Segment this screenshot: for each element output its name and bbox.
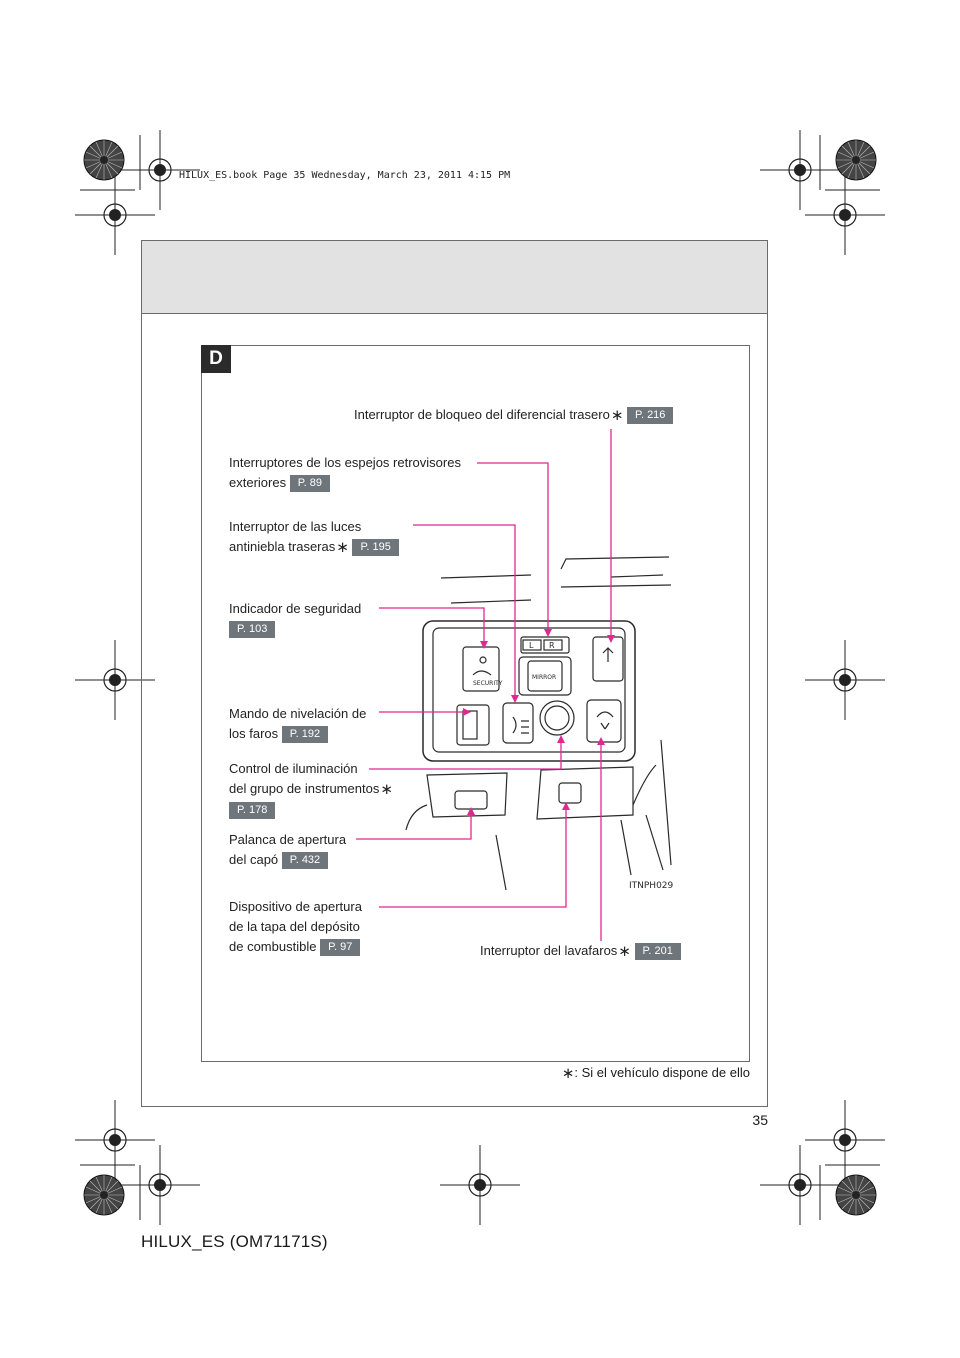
page-ref-badge: P. 195 bbox=[352, 539, 399, 557]
leader-security bbox=[379, 607, 485, 641]
callout-diff-lock: Interruptor de bloqueo del diferencial t… bbox=[354, 405, 674, 426]
asterisk-icon: ∗ bbox=[618, 943, 631, 960]
page-ref-badge: P. 216 bbox=[627, 407, 674, 425]
callout-headlamp-cleaner: Interruptor del lavafaros∗ P. 201 bbox=[480, 941, 681, 962]
asterisk-icon: ∗ bbox=[561, 1065, 575, 1082]
page-ref-badge: P. 432 bbox=[281, 852, 329, 870]
callout-rear-fog: Interruptor de las luces antiniebla tras… bbox=[229, 517, 399, 558]
callout-hood-line1: Palanca de apertura bbox=[229, 832, 347, 847]
section-letter-tab: D bbox=[201, 345, 231, 373]
page-ref-badge: P. 97 bbox=[320, 939, 361, 957]
model-code: HILUX_ES (OM71171S) bbox=[141, 1232, 328, 1251]
page-frame bbox=[141, 240, 768, 1107]
callout-fuel-door-line1: Dispositivo de apertura bbox=[229, 899, 362, 914]
security-button-label: SECURITY bbox=[473, 680, 503, 687]
diagram-box bbox=[201, 345, 750, 1062]
leader-fuel bbox=[379, 810, 567, 908]
print-stamp: HILUX_ES.book Page 35 Wednesday, March 2… bbox=[179, 170, 511, 181]
leader-mirrors bbox=[477, 462, 549, 629]
callout-dimmer-line1: Control de iluminación bbox=[229, 761, 358, 776]
callout-fuel-door-line3: de combustible bbox=[229, 939, 317, 954]
callout-headlamp-level: Mando de nivelación de los faros P. 192 bbox=[229, 704, 366, 744]
callout-headlamp-level-line2: los faros bbox=[229, 726, 279, 741]
mirror-button-label: MIRROR bbox=[532, 674, 556, 681]
callout-security-line1: Indicador de seguridad bbox=[229, 601, 362, 616]
mirror-right-label: R bbox=[549, 641, 555, 650]
callout-fuel-door-line2: de la tapa del depósito bbox=[229, 919, 360, 934]
leader-rear-fog bbox=[413, 524, 516, 695]
page-ref-badge: P. 178 bbox=[229, 802, 276, 820]
page-ref-badge: P. 103 bbox=[229, 621, 276, 639]
mirror-left-label: L bbox=[529, 641, 534, 650]
callout-hood-line2: del capó bbox=[229, 852, 279, 867]
callout-diff-lock-text: Interruptor de bloqueo del diferencial t… bbox=[354, 407, 610, 422]
page-header-band bbox=[142, 241, 767, 314]
callout-rear-fog-line1: Interruptor de las luces bbox=[229, 519, 362, 534]
callout-dimmer-line2: del grupo de instrumentos bbox=[229, 781, 380, 796]
callout-hood: Palanca de apertura del capó P. 432 bbox=[229, 830, 346, 870]
callout-mirrors-line1: Interruptores de los espejos retrovisore… bbox=[229, 455, 461, 470]
callout-mirrors: Interruptores de los espejos retrovisore… bbox=[229, 453, 461, 493]
leader-dimmer bbox=[369, 743, 562, 770]
asterisk-icon: ∗ bbox=[336, 539, 349, 556]
callout-mirrors-line2: exteriores bbox=[229, 475, 287, 490]
footnote-text: : Si el vehículo dispone de ello bbox=[574, 1065, 750, 1080]
callout-headlamp-cleaner-text: Interruptor del lavafaros bbox=[480, 943, 618, 958]
leader-hood bbox=[356, 815, 472, 840]
page-ref-badge: P. 192 bbox=[281, 726, 329, 744]
control-panel-illustration: SECURITY MIRROR L R ITNPH029 bbox=[356, 429, 674, 941]
callout-dimmer: Control de iluminación del grupo de inst… bbox=[229, 759, 393, 820]
callout-headlamp-level-line1: Mando de nivelación de bbox=[229, 706, 367, 721]
callout-fuel-door: Dispositivo de apertura de la tapa del d… bbox=[229, 897, 362, 957]
callout-security: Indicador de seguridad P. 103 bbox=[229, 599, 361, 639]
asterisk-icon: ∗ bbox=[380, 781, 393, 798]
footnote: ∗: Si el vehículo dispone de ello bbox=[470, 1064, 750, 1083]
callout-rear-fog-line2: antiniebla traseras bbox=[229, 539, 336, 554]
page-number: 35 bbox=[752, 1112, 768, 1128]
illustration-code: ITNPH029 bbox=[629, 881, 674, 891]
page-ref-badge: P. 201 bbox=[634, 943, 681, 961]
page-ref-badge: P. 89 bbox=[289, 475, 330, 493]
asterisk-icon: ∗ bbox=[610, 407, 624, 424]
